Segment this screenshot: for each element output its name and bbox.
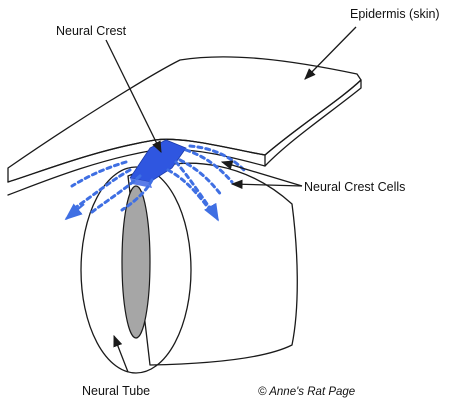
- label-neural-tube: Neural Tube: [82, 384, 150, 398]
- label-epidermis: Epidermis (skin): [350, 7, 440, 21]
- epidermis-pointer: [305, 27, 356, 79]
- credit-text: © Anne's Rat Page: [258, 386, 355, 398]
- label-neural-crest: Neural Crest: [56, 24, 127, 38]
- label-neural-crest-cells: Neural Crest Cells: [304, 180, 405, 194]
- neural-tube-cylinder: [81, 163, 297, 373]
- neural-tube-lumen: [122, 186, 150, 338]
- neural-crest-pointer: [106, 40, 161, 152]
- crest-cell-arrow-right: [210, 206, 218, 220]
